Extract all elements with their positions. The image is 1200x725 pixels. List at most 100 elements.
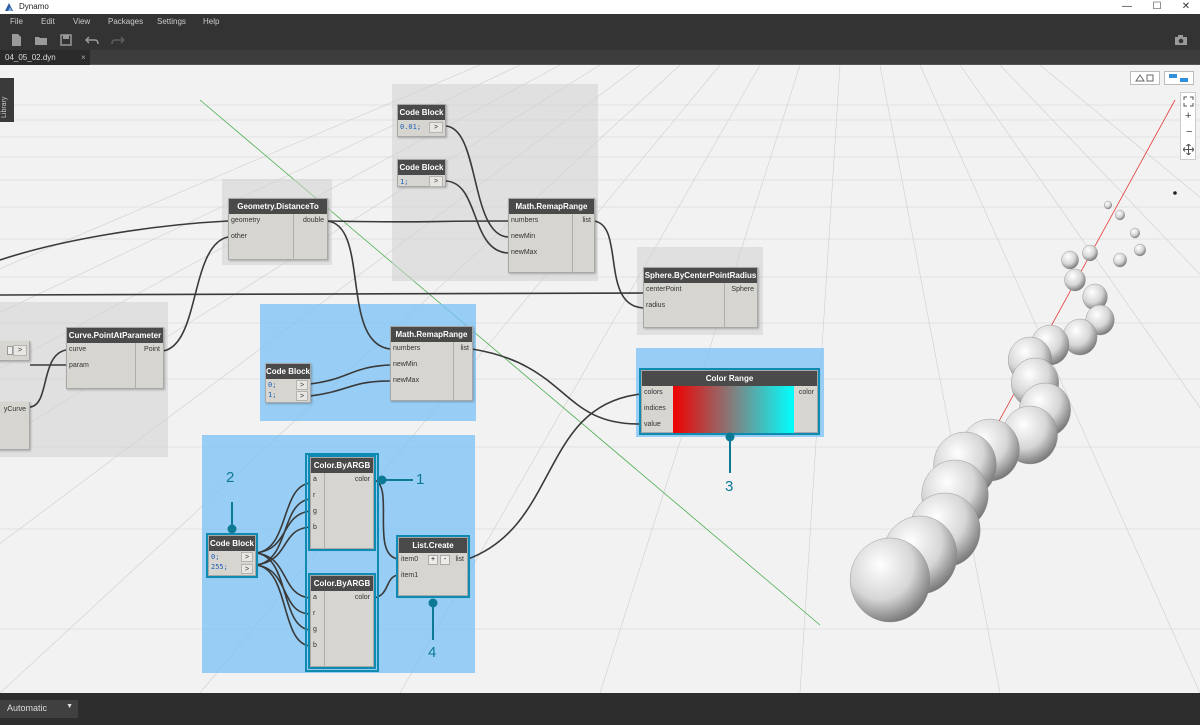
input-port-b[interactable]: b bbox=[313, 524, 317, 531]
node-color-range[interactable]: Color Range colors indices value color bbox=[639, 368, 820, 435]
menu-packages[interactable]: Packages bbox=[108, 17, 144, 26]
add-input-button[interactable]: + bbox=[428, 555, 438, 565]
code-text[interactable]: 1; bbox=[400, 178, 409, 186]
minimize-button[interactable]: — bbox=[1122, 1, 1132, 12]
output-port-list[interactable]: list bbox=[582, 217, 591, 224]
output-port-1[interactable]: > bbox=[241, 552, 253, 562]
node-partial-curve[interactable]: yCurve bbox=[0, 402, 30, 450]
menu-bar: File Edit View Packages Settings Help bbox=[0, 14, 1200, 30]
output-port-color[interactable]: color bbox=[798, 389, 814, 396]
input-port-newmax[interactable]: newMax bbox=[393, 377, 420, 384]
node-partial-slider[interactable]: > bbox=[0, 341, 30, 361]
input-port-value[interactable]: value bbox=[644, 421, 661, 428]
output-port-2[interactable]: > bbox=[296, 391, 308, 401]
input-port-newmax[interactable]: newMax bbox=[511, 249, 538, 256]
code-text[interactable]: 0.01; bbox=[400, 123, 422, 131]
input-port-a[interactable]: a bbox=[313, 476, 317, 483]
undo-icon[interactable] bbox=[85, 33, 99, 47]
node-color-by-argb-1[interactable]: Color.ByARGB a r g b color bbox=[308, 455, 376, 551]
input-port-newmin[interactable]: newMin bbox=[511, 233, 536, 240]
code-line-2[interactable]: 1; bbox=[268, 391, 277, 399]
input-port-indices[interactable]: indices bbox=[644, 405, 666, 412]
code-line-1[interactable]: 0; bbox=[211, 553, 220, 561]
port-divider bbox=[572, 214, 573, 273]
annotation-2: 2 bbox=[226, 469, 235, 486]
zoom-out-icon[interactable]: − bbox=[1186, 126, 1193, 138]
input-port-g[interactable]: g bbox=[313, 508, 317, 515]
save-icon[interactable] bbox=[59, 33, 73, 47]
input-port-item0[interactable]: item0 bbox=[401, 556, 419, 563]
node-color-by-argb-2[interactable]: Color.ByARGB a r g b color bbox=[308, 573, 376, 669]
input-port-r[interactable]: r bbox=[313, 610, 316, 617]
color-range-preview bbox=[673, 386, 794, 433]
pan-icon[interactable] bbox=[1183, 144, 1194, 155]
input-port-curve[interactable]: curve bbox=[69, 346, 87, 353]
node-code-block-001[interactable]: Code Block 0.01; > bbox=[397, 104, 446, 137]
graph-canvas[interactable]: Code Block 0.01; > Code Block 1; > Geome… bbox=[0, 65, 1200, 693]
run-mode-select[interactable]: Automatic ▼ bbox=[0, 700, 78, 718]
wire-r1 bbox=[255, 498, 311, 566]
menu-view[interactable]: View bbox=[73, 17, 91, 26]
output-port-1[interactable]: > bbox=[296, 380, 308, 390]
input-port-a[interactable]: a bbox=[313, 594, 317, 601]
output-port-point[interactable]: Point bbox=[144, 346, 160, 353]
input-port-r[interactable]: r bbox=[313, 492, 316, 499]
code-line-2[interactable]: 255; bbox=[211, 563, 228, 571]
menu-edit[interactable]: Edit bbox=[41, 17, 55, 26]
node-curve-point-at-parameter[interactable]: Curve.PointAtParameter curve param Point bbox=[66, 327, 164, 389]
node-list-create[interactable]: List.Create item0 item1 + - list bbox=[396, 535, 470, 598]
input-port-param[interactable]: param bbox=[69, 362, 89, 369]
remove-input-button[interactable]: - bbox=[440, 555, 450, 565]
maximize-button[interactable]: ☐ bbox=[1152, 1, 1162, 12]
node-code-block-0-255[interactable]: Code Block 0; 255; > > bbox=[206, 533, 258, 578]
node-code-block-0-1[interactable]: Code Block 0; 1; > > bbox=[265, 363, 311, 403]
output-port[interactable]: > bbox=[429, 176, 443, 187]
node-sphere-by-center-point-radius[interactable]: Sphere.ByCenterPointRadius centerPoint r… bbox=[643, 267, 758, 328]
node-geometry-distance-to[interactable]: Geometry.DistanceTo geometry other doubl… bbox=[228, 198, 328, 260]
redo-icon[interactable] bbox=[111, 33, 125, 47]
code-line-1[interactable]: 0; bbox=[268, 381, 277, 389]
new-file-icon[interactable] bbox=[9, 33, 23, 47]
output-port-color[interactable]: color bbox=[354, 594, 370, 601]
node-title: Code Block bbox=[398, 160, 445, 175]
input-port-radius[interactable]: radius bbox=[646, 302, 666, 309]
tab-close-button[interactable]: × bbox=[81, 53, 86, 62]
zoom-in-icon[interactable]: + bbox=[1185, 110, 1192, 122]
output-port[interactable]: > bbox=[13, 345, 27, 356]
input-port-colors[interactable]: colors bbox=[644, 389, 663, 396]
output-port-curve[interactable]: yCurve bbox=[3, 406, 26, 413]
input-port-numbers[interactable]: numbers bbox=[393, 345, 421, 352]
open-file-icon[interactable] bbox=[34, 33, 48, 47]
node-code-block-1[interactable]: Code Block 1; > bbox=[397, 159, 446, 187]
camera-icon[interactable] bbox=[1174, 33, 1188, 47]
menu-help[interactable]: Help bbox=[203, 17, 220, 26]
slider-thumb[interactable] bbox=[7, 346, 13, 355]
input-port-geometry[interactable]: geometry bbox=[231, 217, 261, 224]
input-port-g[interactable]: g bbox=[313, 626, 317, 633]
menu-settings[interactable]: Settings bbox=[157, 17, 186, 26]
input-port-newmin[interactable]: newMin bbox=[393, 361, 418, 368]
node-math-remap-range-radius[interactable]: Math.RemapRange numbers newMin newMax li… bbox=[508, 198, 595, 273]
input-port-b[interactable]: b bbox=[313, 642, 317, 649]
library-toggle[interactable]: Library bbox=[0, 78, 14, 122]
fit-view-icon[interactable] bbox=[1183, 96, 1194, 107]
output-port-2[interactable]: > bbox=[241, 564, 253, 574]
input-port-centerpoint[interactable]: centerPoint bbox=[646, 286, 682, 293]
node-title: Geometry.DistanceTo bbox=[229, 199, 327, 214]
close-button[interactable]: ✕ bbox=[1181, 1, 1191, 12]
output-port-color[interactable]: color bbox=[354, 476, 370, 483]
node-math-remap-range-color[interactable]: Math.RemapRange numbers newMin newMax li… bbox=[390, 326, 473, 401]
output-port-list[interactable]: list bbox=[460, 345, 469, 352]
port-divider bbox=[724, 283, 725, 328]
graph-view-icon[interactable] bbox=[1164, 71, 1194, 85]
input-port-numbers[interactable]: numbers bbox=[511, 217, 539, 224]
input-port-other[interactable]: other bbox=[231, 233, 247, 240]
output-port-list[interactable]: list bbox=[455, 556, 464, 563]
output-port-double[interactable]: double bbox=[302, 217, 324, 224]
output-port[interactable]: > bbox=[429, 122, 443, 133]
input-port-item1[interactable]: item1 bbox=[401, 572, 419, 579]
output-port-sphere[interactable]: Sphere bbox=[731, 286, 754, 293]
menu-file[interactable]: File bbox=[10, 17, 23, 26]
tab-file[interactable]: 04_05_02.dyn × bbox=[0, 50, 90, 65]
geometry-view-icon[interactable] bbox=[1130, 71, 1160, 85]
